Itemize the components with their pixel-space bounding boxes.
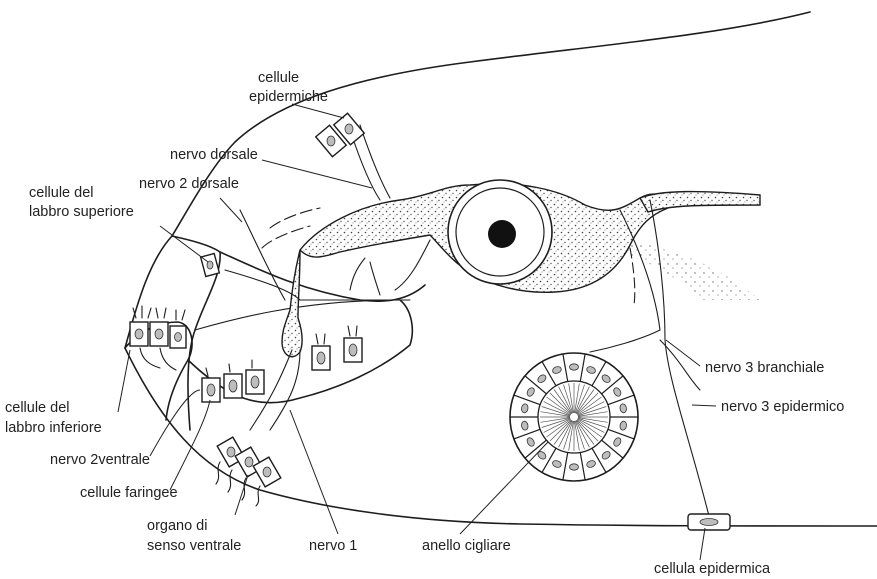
upper-lip-cell (201, 254, 220, 277)
ring-cell-nucleus (570, 364, 579, 370)
label-nervo-dorsale: nervo dorsale (170, 147, 258, 163)
label-cellula-epidermica: cellula epidermica (654, 561, 771, 577)
label-cellule-epidermiche-1: cellule (258, 70, 299, 86)
label-nervo-1: nervo 1 (309, 538, 357, 554)
leader-lines (118, 104, 716, 560)
ventral-sense-organ (216, 437, 281, 506)
label-labbro-superiore-2: labbro superiore (29, 204, 134, 220)
label-nervo-2-dorsale: nervo 2 dorsale (139, 176, 239, 192)
lower-lip-cells (130, 306, 186, 370)
label-nervo-3-branchiale: nervo 3 branchiale (705, 360, 824, 376)
label-organo-di: organo di (147, 518, 207, 534)
label-nervo-3-epidermico: nervo 3 epidermico (721, 399, 844, 415)
label-senso-ventrale: senso ventrale (147, 538, 241, 554)
label-nervo-2ventrale: nervo 2ventrale (50, 452, 150, 468)
bottom-epidermal-cell (688, 514, 730, 530)
label-labbro-inferiore-1: cellule del (5, 400, 70, 416)
label-labbro-inferiore-2: labbro inferiore (5, 420, 102, 436)
ring-cell-nucleus (570, 464, 579, 470)
label-cellule-epidermiche-2: epidermiche (249, 89, 328, 105)
eye-organ (448, 180, 552, 284)
label-cellule-faringee: cellule faringee (80, 485, 178, 501)
label-anello-cigliare: anello cigliare (422, 538, 511, 554)
label-labbro-superiore-1: cellule del (29, 185, 94, 201)
